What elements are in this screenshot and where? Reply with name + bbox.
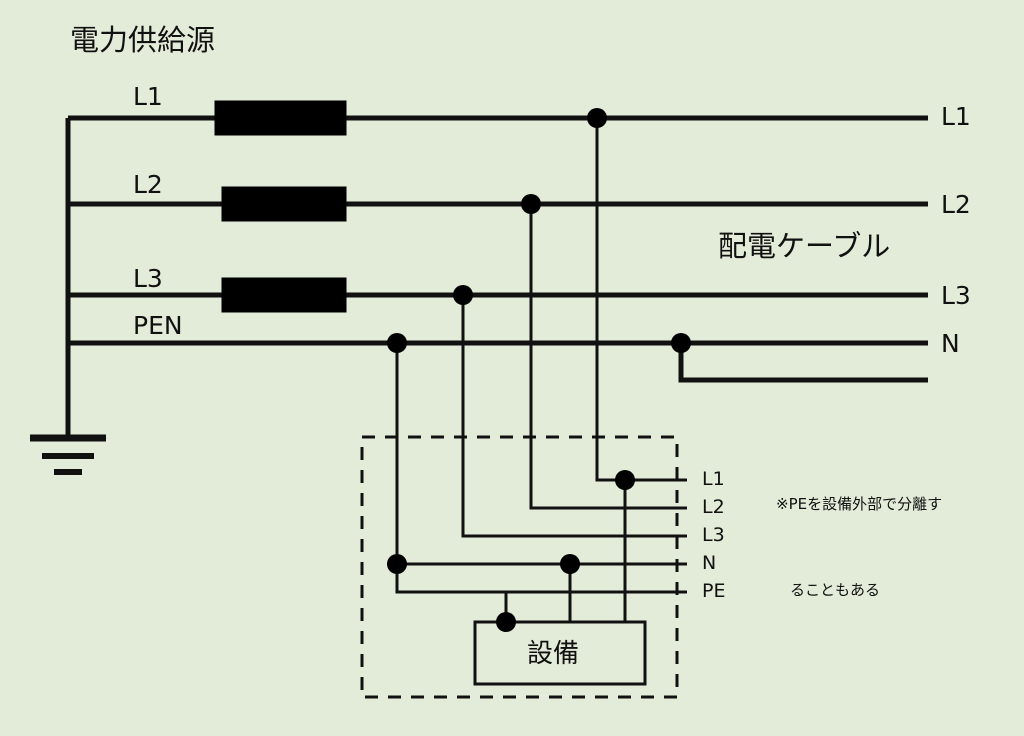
drop-line-l1	[595, 118, 687, 482]
footnote-pe-separation: ※PEを設備外部で分離す ることもある	[776, 433, 1006, 661]
junction-node-equipment-l1	[615, 470, 635, 490]
terminal-label-l3: L3	[702, 524, 725, 546]
pe-split-conductor	[678, 343, 928, 383]
earth-ground-icon	[30, 343, 106, 475]
junction-node-chassis-bond	[496, 612, 516, 632]
page-title: 電力供給源	[70, 23, 216, 57]
terminal-label-pe: PE	[702, 580, 726, 602]
junction-node-equipment-pe-bond	[560, 554, 580, 574]
equipment-enclosure-boundary	[360, 435, 679, 699]
distribution-cable-label: 配電ケーブル	[718, 229, 891, 263]
junction-node-l1-cable-tap	[587, 108, 607, 128]
cable-label-l3: L3	[941, 281, 971, 310]
equipment-box	[473, 620, 647, 686]
equipment-label: 設備	[527, 639, 580, 669]
drop-line-pen-to-n	[395, 343, 687, 566]
footnote-line-1: ※PEを設備外部で分離す	[776, 495, 943, 513]
junction-node-l2-cable-tap	[521, 194, 541, 214]
source-label-pen: PEN	[133, 311, 183, 340]
source-label-l2: L2	[133, 170, 163, 199]
junction-node-equipment-n	[387, 554, 407, 574]
drop-line-l3	[461, 295, 687, 538]
source-label-l1: L1	[133, 82, 163, 111]
junction-node-pen-cable-tap	[387, 333, 407, 353]
cable-label-l2: L2	[941, 190, 971, 219]
fuse-l1	[214, 100, 347, 136]
terminal-label-n: N	[702, 552, 717, 574]
drop-line-pen-to-pe	[395, 564, 687, 594]
cable-label-n: N	[941, 329, 960, 358]
junction-node-l3-cable-tap	[453, 285, 473, 305]
fuse-l3	[221, 277, 347, 313]
footnote-line-2: ることもある	[790, 580, 881, 599]
cable-label-l1: L1	[941, 102, 971, 131]
fuse-l2	[221, 186, 347, 222]
terminal-label-l2: L2	[702, 496, 725, 518]
source-label-l3: L3	[133, 264, 163, 293]
junction-node-pen-pe-split	[671, 333, 691, 353]
terminal-label-l1: L1	[702, 468, 725, 490]
drop-line-l2	[529, 204, 687, 510]
